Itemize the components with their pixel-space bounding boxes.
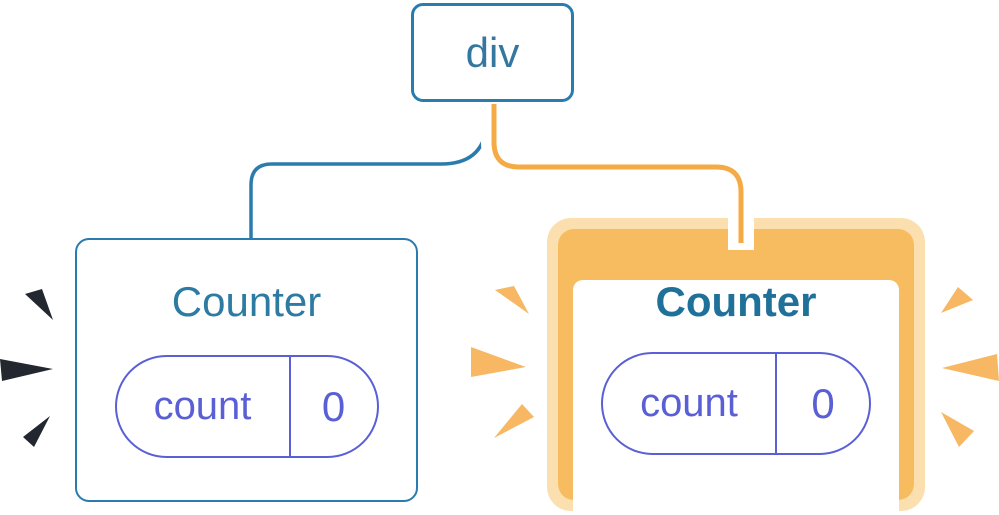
burst-ray-icon [942,354,999,381]
tree-node-div: div [411,3,574,102]
state-value-cell: 0 [288,357,377,456]
burst-ray-icon [23,416,50,447]
state-value-cell: 0 [775,354,869,453]
edge-div-to-left-counter [249,104,489,240]
counter-card-right: Counter count 0 [573,280,899,515]
burst-ray-icon [25,289,53,320]
burst-ray-icon [941,287,973,313]
counter-title: Counter [655,278,817,325]
tree-node-div-label: div [465,28,520,76]
state-pill: count 0 [601,352,871,455]
state-key-cell: count [153,384,252,428]
state-key-cell: count [640,381,738,425]
burst-ray-icon [0,359,53,381]
burst-ray-icon [495,286,529,314]
counter-title: Counter [171,278,322,325]
burst-ray-icon [941,412,974,447]
counter-card-left: Counter count 0 [75,238,418,502]
counter-card-right-ring: Counter count 0 [558,229,914,515]
burst-ray-icon [494,404,534,438]
state-pill: count 0 [114,355,379,458]
burst-ray-icon [471,347,526,377]
counter-card-right-glow: Counter count 0 [547,218,925,515]
